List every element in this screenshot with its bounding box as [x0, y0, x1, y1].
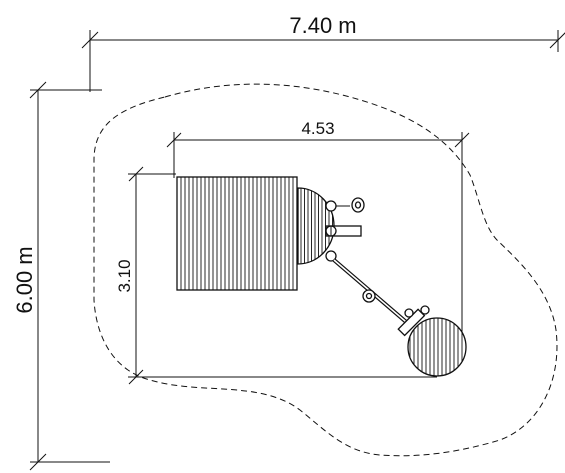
small-deck-hatching — [409, 318, 466, 376]
platform-hatching — [180, 177, 294, 290]
equipment-depth-tick-top — [128, 166, 144, 182]
overall-width-label: 7.40 m — [289, 13, 356, 38]
post-assembly — [325, 197, 365, 262]
equipment-width-tick-right — [454, 132, 470, 148]
overall-depth-dimension: 6.00 m — [12, 81, 110, 471]
equipment-depth-label: 3.10 — [115, 259, 134, 292]
ribbed-platform — [176, 176, 298, 291]
overall-depth-tick-bottom — [29, 453, 47, 471]
post-cap-bottom — [325, 250, 337, 262]
grip-knob-right — [420, 305, 430, 315]
overall-width-tick-left — [81, 31, 99, 49]
equipment-width-label: 4.53 — [301, 119, 334, 138]
small-deck-outline — [407, 317, 467, 377]
overall-width-tick-right — [549, 32, 565, 49]
ring-handle-inner — [354, 201, 362, 209]
overall-width-dimension: 7.40 m — [81, 13, 565, 92]
safety-zone-outline — [93, 83, 558, 457]
post-cap-top — [325, 200, 337, 212]
equipment-depth-tick-bottom — [128, 369, 144, 385]
equipment-width-dimension: 4.53 — [166, 119, 470, 345]
equipment-depth-dimension: 3.10 — [115, 166, 437, 385]
overall-depth-label: 6.00 m — [12, 246, 37, 313]
chain-bridge — [332, 258, 414, 329]
grip-knob-left — [404, 308, 414, 318]
small-round-deck — [397, 305, 467, 377]
chain-ring-inner — [365, 292, 373, 300]
equipment-width-tick-left — [166, 132, 182, 148]
overall-depth-tick-top — [29, 81, 47, 99]
